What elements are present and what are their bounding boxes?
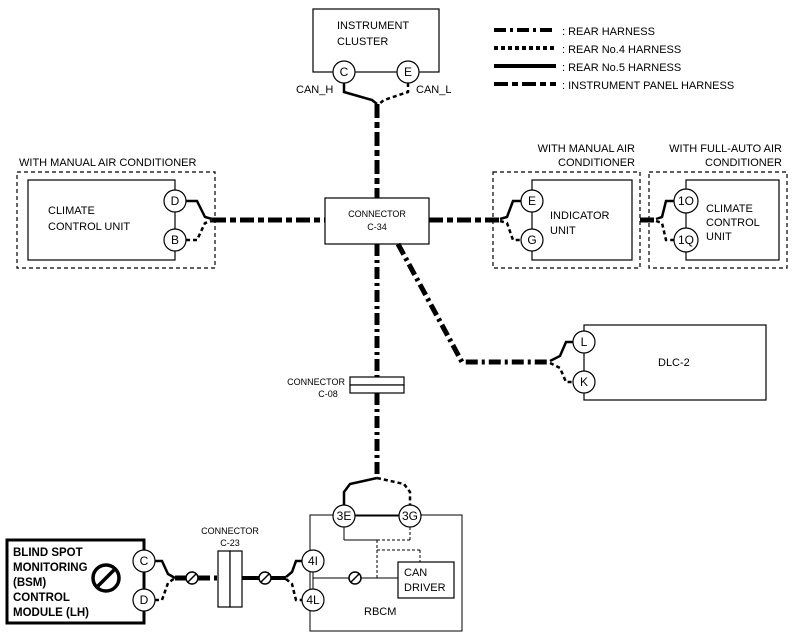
can-driver-line1: CAN <box>404 567 427 579</box>
left-climate-control-unit: CLIMATE CONTROL UNIT D B <box>27 179 187 261</box>
connector-c08: CONNECTOR C-08 <box>287 376 405 399</box>
left-climate-line2: CONTROL UNIT <box>48 221 130 233</box>
left-climate-pin-d: D <box>171 194 180 208</box>
dlc2-pin-k: K <box>580 375 588 389</box>
legend-instrument-panel-harness: : INSTRUMENT PANEL HARNESS <box>562 80 734 92</box>
rbcm-pin-4i: 4I <box>308 554 318 568</box>
can-h-label: CAN_H <box>296 84 333 96</box>
bsm-control-module: BLIND SPOT MONITORING (BSM) CONTROL MODU… <box>5 538 156 625</box>
bsm-pin-d: D <box>140 593 149 607</box>
rbcm-pin-4l: 4L <box>306 593 320 607</box>
can-driver-line2: DRIVER <box>404 582 446 594</box>
indicator-caption1: WITH MANUAL AIR <box>538 143 635 155</box>
right-climate-pin-1o: 1O <box>678 194 694 208</box>
right-climate-line2: CONTROL <box>706 217 760 229</box>
right-climate-line3: UNIT <box>706 231 732 243</box>
legend-rear-no4-harness: : REAR No.4 HARNESS <box>562 44 681 56</box>
right-climate-pin-1q: 1Q <box>678 233 694 247</box>
bsm-line1: BLIND SPOT <box>13 547 83 559</box>
legend-rear-harness: : REAR HARNESS <box>562 26 655 38</box>
bsm-pin-c: C <box>140 554 149 568</box>
ic-pin-e: E <box>404 65 412 79</box>
left-climate-line1: CLIMATE <box>48 205 95 217</box>
c34-line1: CONNECTOR <box>348 209 406 219</box>
right-climate-caption2: CONDITIONER <box>705 157 782 169</box>
right-climate-caption1: WITH FULL-AUTO AIR <box>669 143 782 155</box>
left-climate-caption: WITH MANUAL AIR CONDITIONER <box>19 157 196 169</box>
left-climate-pin-b: B <box>171 233 179 247</box>
indicator-pin-e: E <box>528 194 536 208</box>
prohibited-icon <box>91 563 121 593</box>
indicator-line1: INDICATOR <box>550 210 610 222</box>
dlc2-unit: DLC-2 L K <box>572 324 767 401</box>
bsm-line4: CONTROL <box>13 592 70 604</box>
legend: : REAR HARNESS : REAR No.4 HARNESS : REA… <box>494 26 734 92</box>
connector-c23: CONNECTOR C-23 <box>201 526 259 608</box>
bsm-line2: MONITORING <box>13 562 88 574</box>
instrument-cluster-line2: CLUSTER <box>337 36 388 48</box>
bsm-line5: MODULE (LH) <box>13 607 89 619</box>
dlc2-label: DLC-2 <box>658 357 690 369</box>
instrument-cluster: INSTRUMENT CLUSTER C E CAN_H CAN_L <box>296 8 451 96</box>
right-climate-control-unit: CLIMATE CONTROL UNIT 1O 1Q <box>673 179 780 261</box>
indicator-caption2: CONDITIONER <box>558 157 635 169</box>
instrument-cluster-line1: INSTRUMENT <box>337 20 409 32</box>
c34-line2: C-34 <box>367 222 387 232</box>
right-climate-line1: CLIMATE <box>706 203 753 215</box>
rbcm-pin-3e: 3E <box>337 509 352 523</box>
indicator-pin-g: G <box>527 233 536 247</box>
c08-line2: C-08 <box>318 389 338 399</box>
bsm-line3: (BSM) <box>13 577 46 589</box>
indicator-unit: INDICATOR UNIT E G <box>520 179 633 261</box>
dlc2-pin-l: L <box>581 335 588 349</box>
rbcm-label: RBCM <box>364 606 396 618</box>
ic-pin-c: C <box>340 65 349 79</box>
can-l-label: CAN_L <box>416 84 451 96</box>
rbcm-pin-3g: 3G <box>402 509 418 523</box>
c23-line1: CONNECTOR <box>201 526 259 536</box>
legend-rear-no5-harness: : REAR No.5 HARNESS <box>562 62 681 74</box>
connector-c34: CONNECTOR C-34 <box>324 197 430 245</box>
rbcm-unit: RBCM CAN DRIVER 3E 3G 4I 4L <box>301 504 463 632</box>
c23-line2: C-23 <box>220 538 240 548</box>
indicator-line2: UNIT <box>550 225 576 237</box>
c08-line1: CONNECTOR <box>287 377 345 387</box>
